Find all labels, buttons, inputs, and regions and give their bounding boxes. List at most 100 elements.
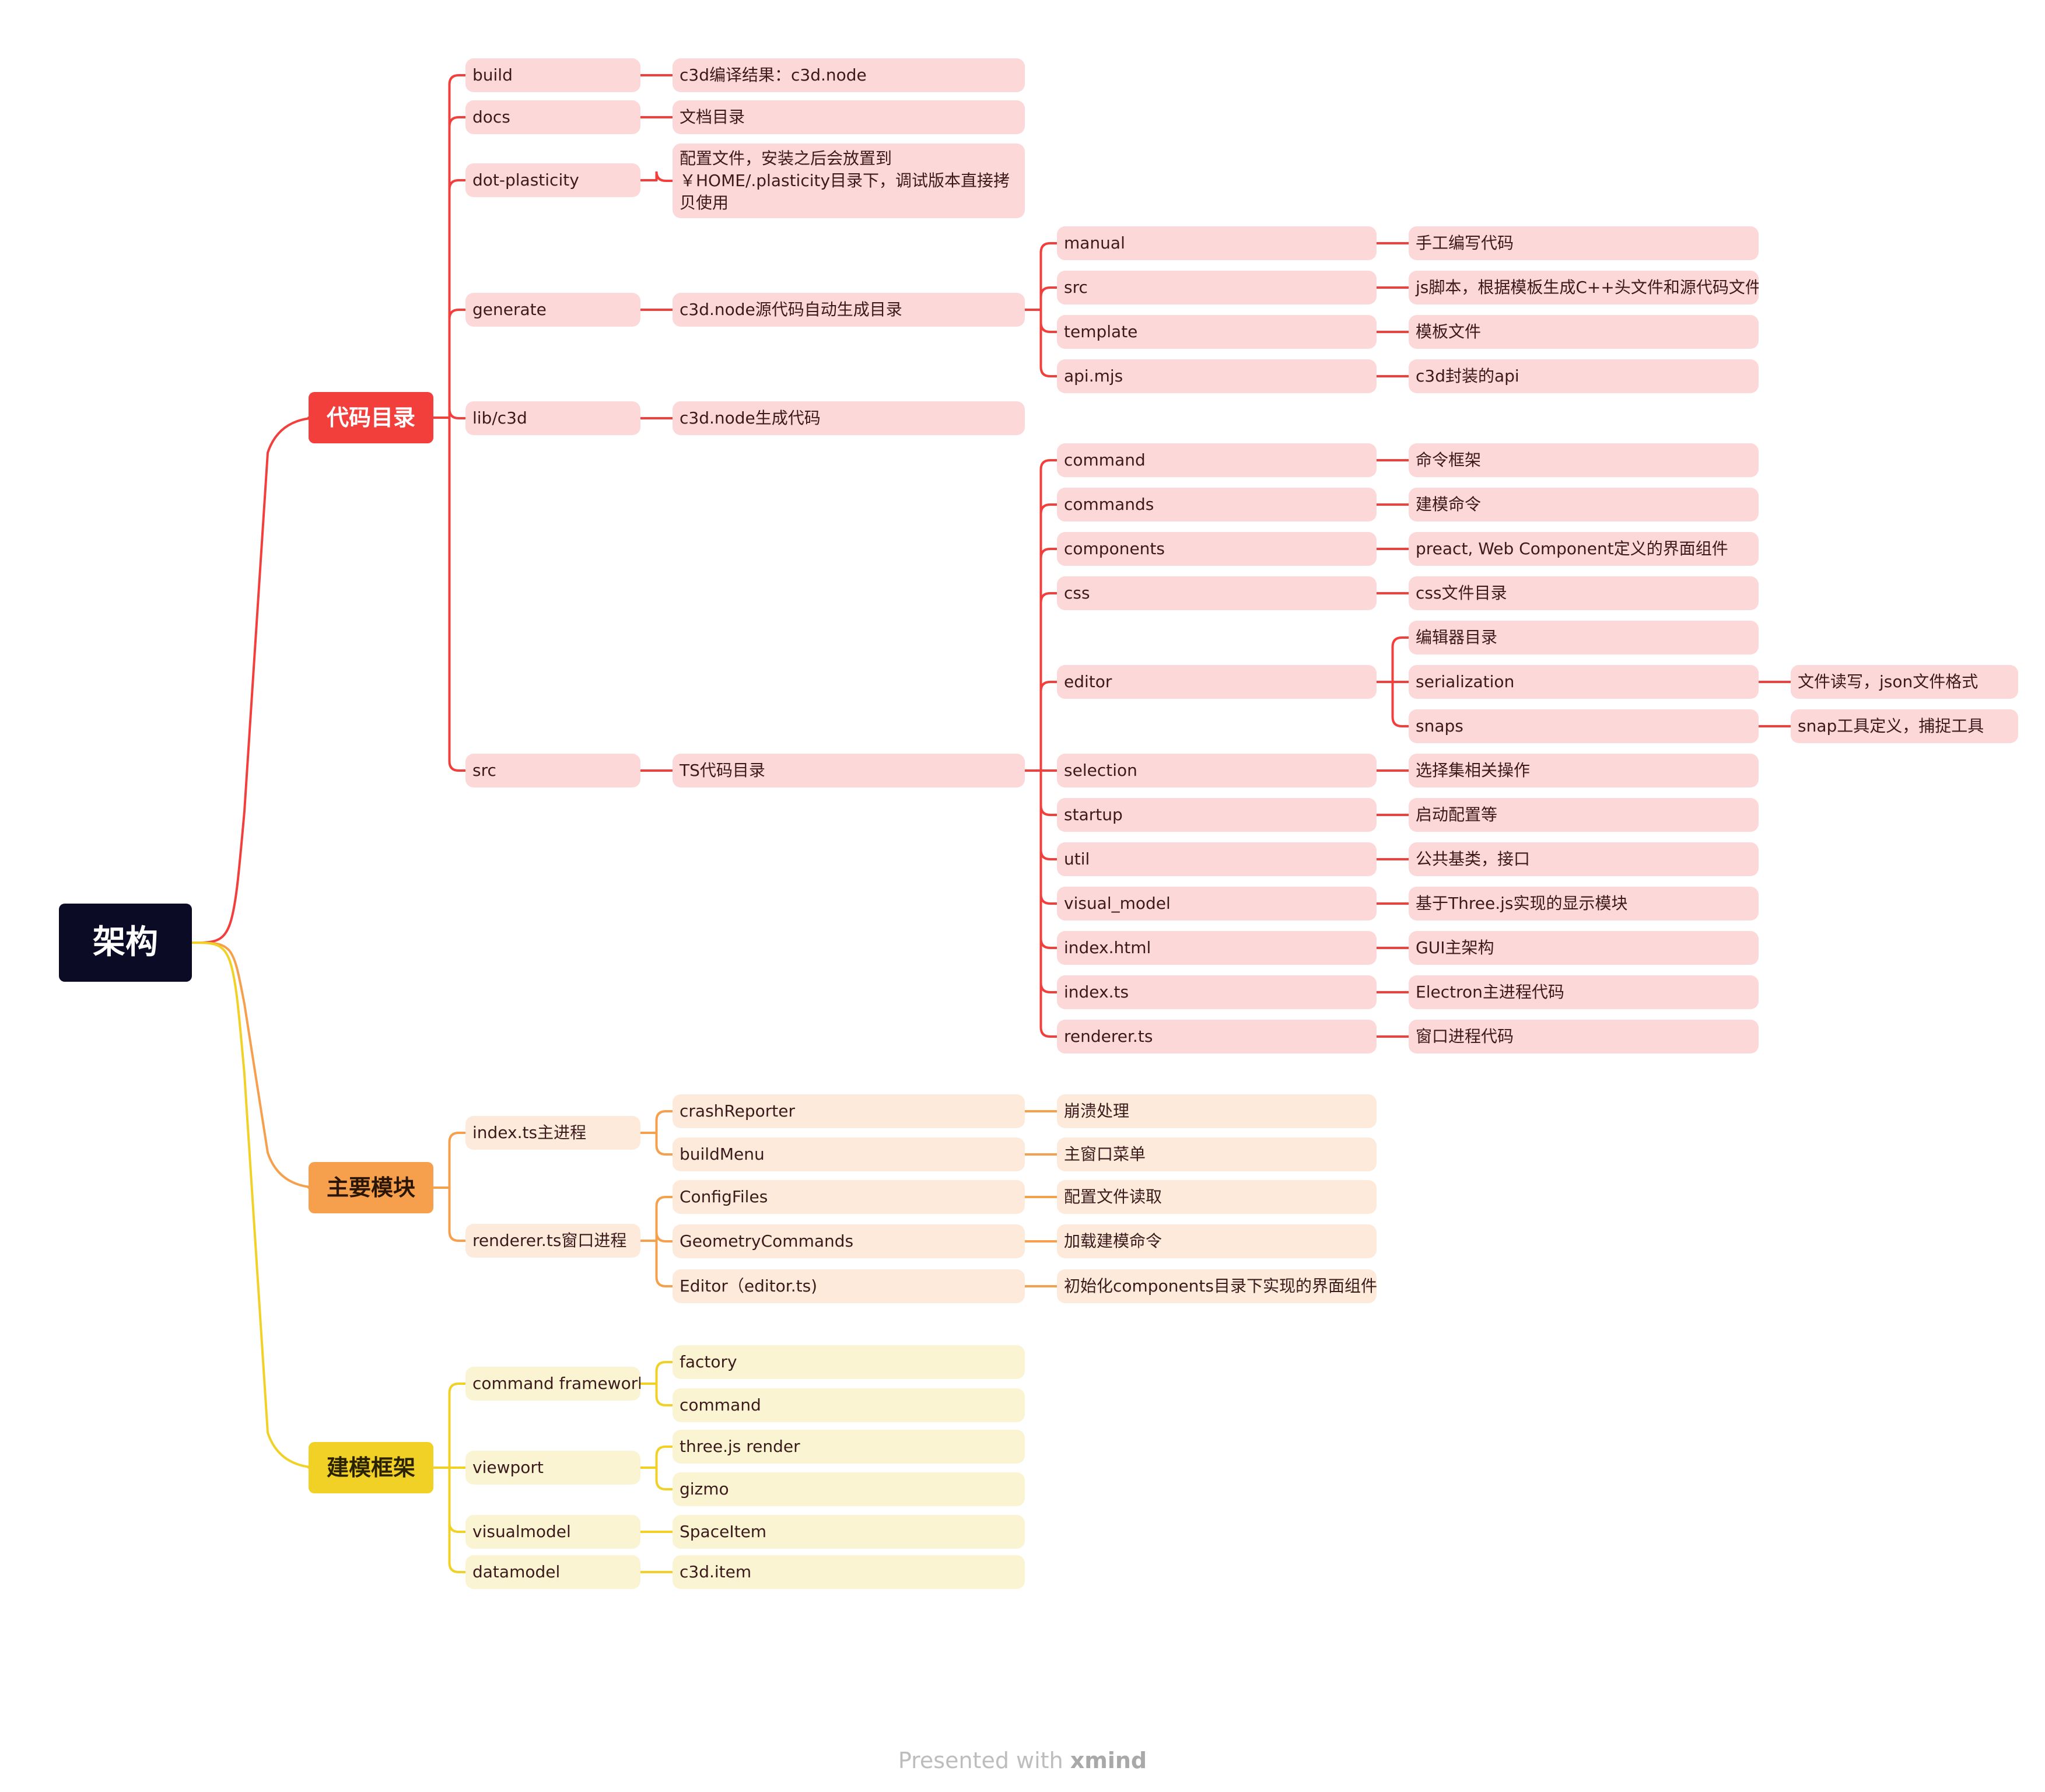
- generate-api-mjs-desc[interactable]: c3d封装的api: [1409, 359, 1759, 393]
- ts-commands[interactable]: commands: [1057, 488, 1377, 522]
- generate-manual-desc[interactable]: 手工编写代码: [1409, 226, 1759, 260]
- ts-src-link-2: [1039, 548, 1058, 772]
- code-dir-link-5: [448, 416, 467, 772]
- ts-src-link-10: [1039, 769, 1058, 993]
- ts-components[interactable]: components: [1057, 532, 1377, 566]
- crash-reporter-desc[interactable]: 崩溃处理: [1057, 1094, 1377, 1128]
- branch-modeling-framework[interactable]: 建模框架: [309, 1442, 433, 1493]
- ts-index-ts-desc[interactable]: Electron主进程代码: [1409, 975, 1759, 1009]
- ts-command[interactable]: command: [1057, 443, 1377, 477]
- topic-command-framework[interactable]: command framework: [465, 1367, 640, 1401]
- framework-factory[interactable]: factory: [673, 1345, 1025, 1379]
- editor-desc[interactable]: 初始化components目录下实现的界面组件: [1057, 1269, 1377, 1303]
- ts-visual-model-desc[interactable]: 基于Three.js实现的显示模块: [1409, 887, 1759, 921]
- window-process-link-0: [655, 1196, 674, 1242]
- viewport-link-1: [655, 1466, 674, 1490]
- build-menu-desc[interactable]: 主窗口菜单: [1057, 1138, 1377, 1171]
- topic-dot-plasticity[interactable]: dot-plasticity: [465, 163, 640, 197]
- topic-build[interactable]: build: [465, 58, 640, 92]
- generate-template[interactable]: template: [1057, 315, 1377, 349]
- code-dir-link-4: [448, 408, 467, 419]
- topic-lib-c3d[interactable]: lib/c3d: [465, 401, 640, 435]
- branch-code-directory[interactable]: 代码目录: [309, 392, 433, 443]
- generate-manual[interactable]: manual: [1057, 226, 1377, 260]
- window-process-link-1: [655, 1231, 674, 1242]
- editor-serialization[interactable]: serialization: [1409, 665, 1759, 699]
- desc-dot-plasticity[interactable]: 配置文件，安装之后会放置到￥HOME/.plasticity目录下，调试版本直接…: [673, 144, 1025, 218]
- ts-command-desc[interactable]: 命令框架: [1409, 443, 1759, 477]
- code-dir-link-0: [448, 74, 467, 419]
- module-build-menu[interactable]: buildMenu: [673, 1138, 1025, 1171]
- ts-index-html[interactable]: index.html: [1057, 931, 1377, 965]
- desc-src[interactable]: TS代码目录: [673, 754, 1025, 788]
- ts-css-desc[interactable]: css文件目录: [1409, 576, 1759, 610]
- desc-docs[interactable]: 文档目录: [673, 100, 1025, 134]
- root-to-branch-1: [191, 942, 321, 1189]
- ts-src-link-9: [1039, 769, 1058, 949]
- editor-directory-desc[interactable]: 编辑器目录: [1409, 621, 1759, 654]
- root-topic[interactable]: 架构: [59, 904, 192, 982]
- module-config-files[interactable]: ConfigFiles: [673, 1180, 1025, 1214]
- ts-index-html-desc[interactable]: GUI主架构: [1409, 931, 1759, 965]
- topic-src[interactable]: src: [465, 754, 640, 788]
- modeling-link-3: [448, 1466, 467, 1573]
- ts-src-link-3: [1039, 592, 1058, 772]
- visualmodel-spaceitem[interactable]: SpaceItem: [673, 1515, 1025, 1549]
- topic-dot-plasticity-line-link-0: [655, 171, 674, 182]
- generate-src-desc[interactable]: js脚本，根据模板生成C++头文件和源代码文件: [1409, 271, 1759, 304]
- generate-template-desc[interactable]: 模板文件: [1409, 315, 1759, 349]
- viewport-threejs-render[interactable]: three.js render: [673, 1430, 1025, 1464]
- generate-link-2: [1039, 309, 1058, 333]
- presented-with-footer: Presented with xmind: [0, 1748, 2045, 1773]
- generate-link-0: [1039, 242, 1058, 311]
- generate-link-3: [1039, 309, 1058, 377]
- topic-datamodel[interactable]: datamodel: [465, 1555, 640, 1589]
- ts-selection[interactable]: selection: [1057, 754, 1377, 788]
- branch-main-modules[interactable]: 主要模块: [309, 1162, 433, 1213]
- topic-generate[interactable]: generate: [465, 293, 640, 327]
- ts-util[interactable]: util: [1057, 842, 1377, 876]
- geometry-commands-desc[interactable]: 加载建模命令: [1057, 1224, 1377, 1258]
- framework-command[interactable]: command: [673, 1388, 1025, 1422]
- topic-index-ts-main-process[interactable]: index.ts主进程: [465, 1116, 640, 1150]
- ts-index-ts[interactable]: index.ts: [1057, 975, 1377, 1009]
- ts-startup-desc[interactable]: 启动配置等: [1409, 798, 1759, 832]
- ts-util-desc[interactable]: 公共基类，接口: [1409, 842, 1759, 876]
- code-dir-link-1: [448, 116, 467, 419]
- module-geometry-commands[interactable]: GeometryCommands: [673, 1224, 1025, 1258]
- ts-editor[interactable]: editor: [1057, 665, 1377, 699]
- editor-snaps[interactable]: snaps: [1409, 709, 1759, 743]
- ts-startup[interactable]: startup: [1057, 798, 1377, 832]
- desc-generate[interactable]: c3d.node源代码自动生成目录: [673, 293, 1025, 327]
- desc-lib-c3d[interactable]: c3d.node生成代码: [673, 401, 1025, 435]
- datamodel-c3d-item[interactable]: c3d.item: [673, 1555, 1025, 1589]
- module-editor[interactable]: Editor（editor.ts): [673, 1269, 1025, 1303]
- ts-visual-model[interactable]: visual_model: [1057, 887, 1377, 921]
- ts-components-desc[interactable]: preact, Web Component定义的界面组件: [1409, 532, 1759, 566]
- desc-build[interactable]: c3d编译结果：c3d.node: [673, 58, 1025, 92]
- root-to-branch-0: [191, 416, 321, 944]
- serialization-desc[interactable]: 文件读写，json文件格式: [1791, 665, 2018, 699]
- topic-viewport[interactable]: viewport: [465, 1451, 640, 1485]
- modeling-link-0: [448, 1382, 467, 1469]
- ts-css[interactable]: css: [1057, 576, 1377, 610]
- module-crash-reporter[interactable]: crashReporter: [673, 1094, 1025, 1128]
- main-process-link-0: [655, 1110, 674, 1134]
- viewport-link-0: [655, 1446, 674, 1469]
- ts-commands-desc[interactable]: 建模命令: [1409, 488, 1759, 522]
- ts-renderer-ts[interactable]: renderer.ts: [1057, 1020, 1377, 1054]
- topic-renderer-ts-window-process[interactable]: renderer.ts窗口进程: [465, 1224, 640, 1258]
- topic-docs[interactable]: docs: [465, 100, 640, 134]
- generate-src[interactable]: src: [1057, 271, 1377, 304]
- config-files-desc[interactable]: 配置文件读取: [1057, 1180, 1377, 1214]
- topic-visualmodel[interactable]: visualmodel: [465, 1515, 640, 1549]
- root-to-branch-2: [191, 942, 321, 1469]
- ts-src-link-6: [1039, 769, 1058, 816]
- ts-src-link-4: [1039, 681, 1058, 772]
- viewport-gizmo[interactable]: gizmo: [673, 1472, 1025, 1506]
- generate-api-mjs[interactable]: api.mjs: [1057, 359, 1377, 393]
- snaps-desc[interactable]: snap工具定义，捕捉工具: [1791, 709, 2018, 743]
- ts-renderer-ts-desc[interactable]: 窗口进程代码: [1409, 1020, 1759, 1054]
- command-framework-link-1: [655, 1382, 674, 1406]
- ts-selection-desc[interactable]: 选择集相关操作: [1409, 754, 1759, 788]
